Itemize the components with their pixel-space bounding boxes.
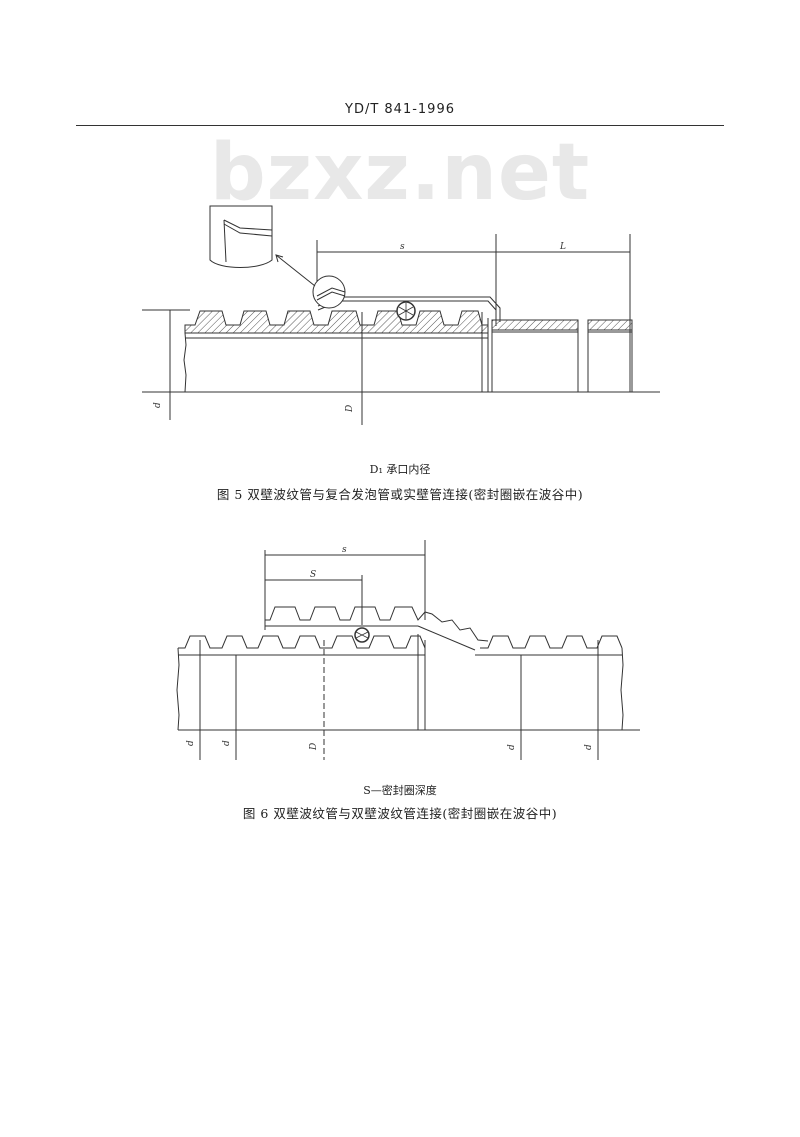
standard-code-header: YD/T 841-1996: [345, 102, 455, 117]
fig6-label-di: d: [222, 740, 232, 746]
fig5-label-Di: D: [345, 405, 355, 413]
figure-6-diagram: s S d d D d d: [176, 540, 640, 760]
fig5-label-s: s: [400, 242, 405, 252]
figure-5-caption: 图 5 双壁波纹管与复合发泡管或实壁管连接(密封圈嵌在波谷中): [216, 487, 584, 502]
figure-5-dimension-labels: s L d D: [153, 242, 566, 413]
fig6-label-S: S: [310, 570, 316, 580]
fig5-label-L: L: [559, 242, 566, 252]
watermark-text: bzxz.net: [209, 128, 591, 218]
fig6-label-s: s: [342, 545, 347, 555]
figure-6-caption: 图 6 双壁波纹管与双壁波纹管连接(密封圈嵌在波谷中): [242, 806, 558, 821]
fig6-label-de: d: [186, 740, 196, 746]
fig6-label-de2: d: [584, 744, 594, 750]
figure-5-note: D₁ 承口内径: [369, 463, 431, 476]
fig6-label-di2: d: [507, 744, 517, 750]
figure-6-note: S—密封圈深度: [363, 784, 437, 797]
header-rule: [76, 125, 724, 126]
figure-6-dimension-labels: s S d d D d d: [186, 545, 594, 751]
fig5-label-de: d: [153, 402, 163, 408]
figure-5-diagram: s L d D: [142, 205, 660, 425]
fig6-label-Di: D: [309, 743, 319, 751]
